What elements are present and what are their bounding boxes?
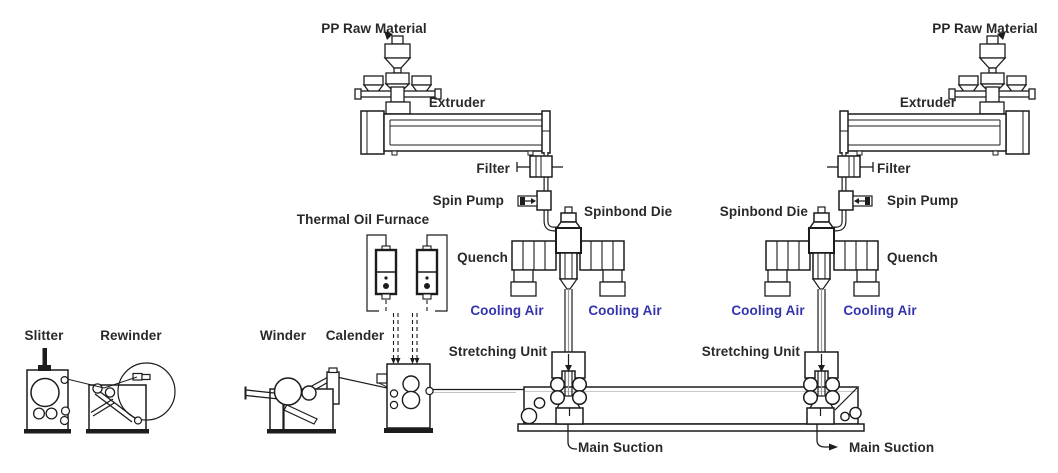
label-spin-pump-left: Spin Pump bbox=[433, 193, 504, 208]
winder-machine bbox=[244, 367, 340, 434]
label-spinbond-die-right: Spinbond Die bbox=[720, 204, 809, 219]
label-main-suction-right: Main Suction bbox=[849, 440, 934, 455]
label-cooling-air-2: Cooling Air bbox=[588, 303, 662, 318]
label-pp-raw-material-right: PP Raw Material bbox=[932, 21, 1038, 36]
label-cooling-air-3: Cooling Air bbox=[731, 303, 805, 318]
label-cooling-air-4: Cooling Air bbox=[843, 303, 917, 318]
label-calender: Calender bbox=[326, 328, 385, 343]
slitter-roll bbox=[30, 377, 60, 408]
label-slitter: Slitter bbox=[25, 328, 65, 343]
label-cooling-air-1: Cooling Air bbox=[470, 303, 544, 318]
label-spinbond-die-left: Spinbond Die bbox=[584, 204, 673, 219]
label-filter-left: Filter bbox=[476, 161, 510, 176]
label-extruder-left: Extruder bbox=[429, 95, 486, 110]
label-extruder-right: Extruder bbox=[900, 95, 957, 110]
slitter-machine bbox=[24, 348, 71, 434]
label-winder: Winder bbox=[260, 328, 307, 343]
main-suction-leaders bbox=[567, 424, 838, 451]
label-spin-pump-right: Spin Pump bbox=[887, 193, 958, 208]
diagram-labels: PP Raw Material PP Raw Material Extruder… bbox=[25, 21, 1038, 455]
label-thermal-oil-furnace: Thermal Oil Furnace bbox=[297, 212, 430, 227]
label-rewinder: Rewinder bbox=[100, 328, 162, 343]
label-quench-right: Quench bbox=[887, 250, 938, 265]
calender-roll bbox=[402, 375, 420, 393]
fabric-web-lines bbox=[338, 376, 524, 393]
label-filter-right: Filter bbox=[877, 161, 911, 176]
calender-machine bbox=[376, 363, 434, 433]
belt-roller bbox=[849, 406, 862, 420]
belt-roller bbox=[520, 407, 538, 425]
oil-supply-dashed-pipes bbox=[385, 300, 428, 359]
label-stretching-unit-left: Stretching Unit bbox=[449, 344, 548, 359]
belt-roller bbox=[533, 397, 546, 409]
belt-roller bbox=[840, 411, 850, 422]
rewinder-machine bbox=[66, 362, 176, 434]
label-pp-raw-material-left: PP Raw Material bbox=[321, 21, 427, 36]
label-main-suction-left: Main Suction bbox=[578, 440, 663, 455]
wound-roll bbox=[273, 377, 303, 406]
label-quench-left: Quench bbox=[457, 250, 508, 265]
label-stretching-unit-right: Stretching Unit bbox=[702, 344, 801, 359]
thermal-oil-furnace-unit bbox=[366, 234, 448, 364]
spunbond-line-right bbox=[765, 31, 1035, 424]
calender-roll bbox=[401, 390, 421, 410]
